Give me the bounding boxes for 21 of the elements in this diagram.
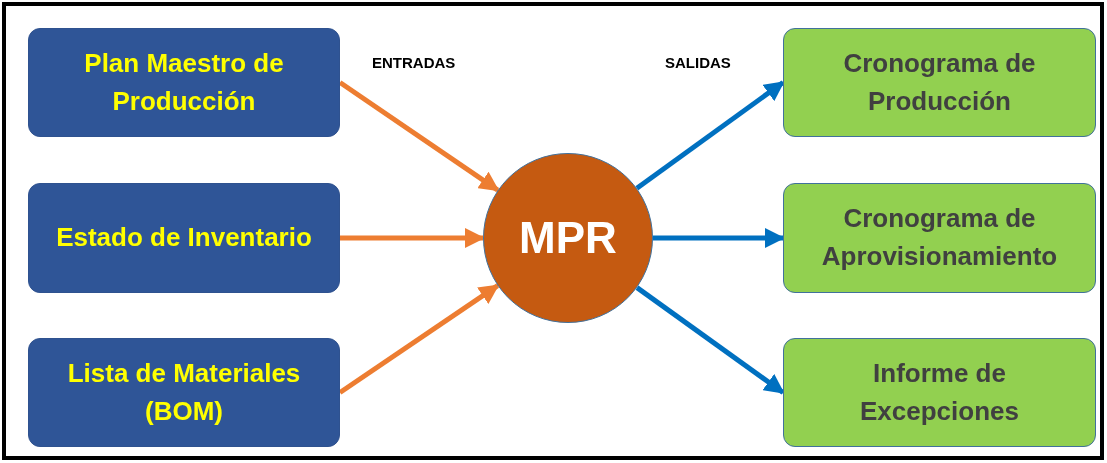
- section-label: ENTRADAS: [372, 53, 456, 73]
- node-label: MPR: [519, 212, 617, 265]
- node-label: Lista de Materiales (BOM): [66, 356, 302, 428]
- process-box: [28, 338, 340, 447]
- arrow: [340, 228, 485, 248]
- node-label: Estado de Inventario: [56, 221, 312, 255]
- process-box: [28, 183, 340, 293]
- arrow: [338, 80, 500, 193]
- process-box: [783, 183, 1096, 293]
- node-label: Informe de Excepciones: [859, 356, 1020, 428]
- section-label: SALIDAS: [665, 53, 731, 73]
- node-label: Cronograma de Aprovisionamiento: [820, 202, 1059, 273]
- arrow: [653, 228, 785, 248]
- arrow: [635, 80, 785, 191]
- process-box: [28, 28, 340, 137]
- process-box: [783, 338, 1096, 447]
- node-label: Cronograma de Producción: [842, 46, 1037, 118]
- node-label: Plan Maestro de Producción: [83, 46, 285, 118]
- arrow: [635, 285, 785, 395]
- process-box: [783, 28, 1096, 137]
- arrow: [338, 283, 500, 395]
